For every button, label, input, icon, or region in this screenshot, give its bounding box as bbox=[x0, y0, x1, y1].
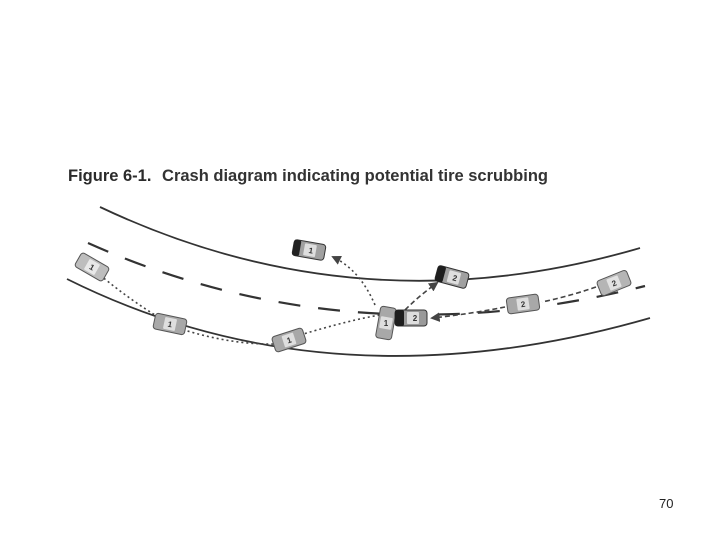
figure-title: Figure 6-1. Crash diagram indicating pot… bbox=[68, 167, 548, 186]
vehicle-1-pos3-label: 1 bbox=[286, 335, 294, 345]
vehicle-2-final: 2 bbox=[434, 265, 470, 289]
vehicle-2-path-final bbox=[404, 281, 439, 311]
vehicle-1-path-a bbox=[99, 274, 161, 319]
vehicle-1-impact-label: 1 bbox=[384, 319, 389, 328]
vehicle-1-pos2-label: 1 bbox=[167, 320, 174, 330]
page-number: 70 bbox=[659, 496, 674, 511]
vehicle-2-path-a bbox=[541, 286, 597, 303]
vehicle-2-impact-label: 2 bbox=[413, 314, 418, 323]
vehicle-1-final: 1 bbox=[291, 239, 327, 261]
figure-caption: Crash diagram indicating potential tire … bbox=[162, 167, 549, 185]
road-outer-edge-top bbox=[99, 206, 641, 282]
figure-number: Figure 6-1. bbox=[68, 167, 152, 185]
vehicle-2-final-label: 2 bbox=[451, 273, 458, 283]
vehicle-1-start: 1 bbox=[74, 252, 110, 282]
vehicle-2-pos2: 2 bbox=[505, 293, 541, 315]
vehicle-1-final-label: 1 bbox=[308, 246, 314, 256]
vehicle-1-impact: 1 bbox=[375, 305, 397, 341]
vehicle-2-start-label: 2 bbox=[610, 278, 618, 288]
vehicle-1-start-label: 1 bbox=[88, 262, 97, 272]
vehicle-2-impact: 2 bbox=[394, 309, 428, 327]
vehicle-1-path-c bbox=[299, 314, 381, 336]
vehicle-1-path-final bbox=[331, 256, 376, 306]
road-outer-edge-bottom bbox=[66, 278, 651, 357]
lane-divider-upper bbox=[87, 241, 646, 316]
vehicle-1-path-b bbox=[177, 327, 277, 345]
vehicle-2-start: 2 bbox=[596, 269, 632, 297]
vehicle-1-pos2: 1 bbox=[152, 312, 188, 336]
vehicle-1-pos3: 1 bbox=[271, 327, 307, 353]
vehicle-2-path-b bbox=[430, 306, 506, 322]
vehicle-2-pos2-label: 2 bbox=[520, 300, 526, 310]
